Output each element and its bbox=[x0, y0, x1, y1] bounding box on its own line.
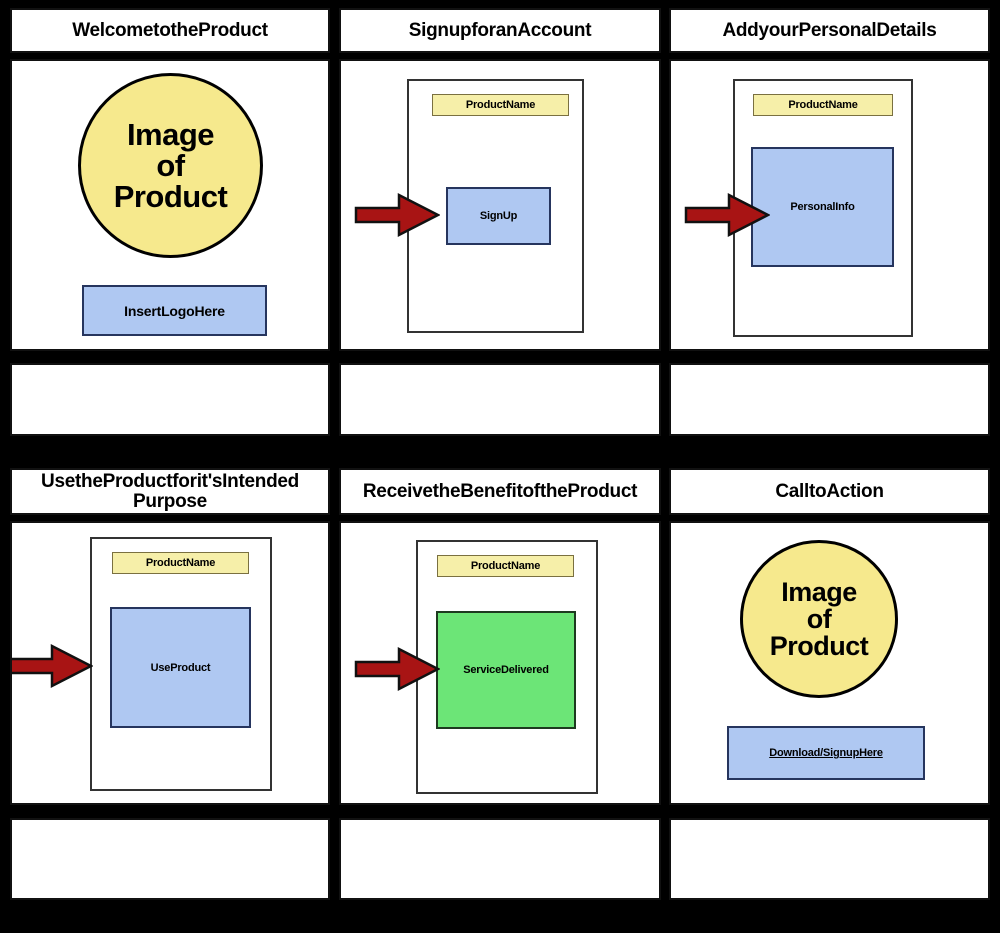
product-name-label-2: ProductName bbox=[432, 94, 569, 116]
panel-caption-1 bbox=[10, 363, 330, 436]
panel-title-3: AddyourPersonalDetails bbox=[669, 8, 990, 53]
device-frame-4: ProductName UseProduct bbox=[90, 537, 272, 791]
product-name-label-4: ProductName bbox=[112, 552, 249, 574]
panel-main-6: Image of Product Download/SignupHere bbox=[669, 521, 990, 805]
product-name-label-3: ProductName bbox=[753, 94, 893, 116]
download-signup-button[interactable]: Download/SignupHere bbox=[727, 726, 925, 780]
panel-caption-2 bbox=[339, 363, 661, 436]
panel-main-1: Image of Product InsertLogoHere bbox=[10, 59, 330, 351]
panel-title-2: SignupforanAccount bbox=[339, 8, 661, 53]
hero-circle-6: Image of Product bbox=[740, 540, 898, 698]
device-frame-2: ProductName SignUp bbox=[407, 79, 584, 333]
panel-caption-5 bbox=[339, 818, 661, 900]
panel-main-5: ProductName ServiceDelivered bbox=[339, 521, 661, 805]
screen-block-4[interactable]: UseProduct bbox=[110, 607, 251, 728]
panel-title-5: ReceivetheBenefitoftheProduct bbox=[339, 468, 661, 515]
flow-arrow-icon-5 bbox=[354, 646, 440, 692]
circle-line-1: Image bbox=[781, 576, 857, 607]
flow-arrow-icon-2 bbox=[354, 192, 440, 238]
circle-line-2: of bbox=[156, 148, 185, 183]
hero-circle-1: Image of Product bbox=[78, 73, 263, 258]
panel-caption-6 bbox=[669, 818, 990, 900]
flow-arrow-icon-4 bbox=[12, 643, 93, 689]
panel-title-6: CalltoAction bbox=[669, 468, 990, 515]
circle-line-3: Product bbox=[113, 179, 228, 214]
panel-title-1: WelcometotheProduct bbox=[10, 8, 330, 53]
panel-caption-3 bbox=[669, 363, 990, 436]
insert-logo-button[interactable]: InsertLogoHere bbox=[82, 285, 267, 336]
flow-arrow-icon-3 bbox=[684, 192, 770, 238]
panel-title-4: UsetheProductforit'sIntended Purpose bbox=[10, 468, 330, 515]
panel-caption-4 bbox=[10, 818, 330, 900]
device-frame-5: ProductName ServiceDelivered bbox=[416, 540, 598, 794]
circle-line-1: Image bbox=[126, 117, 215, 152]
panel-main-2: ProductName SignUp bbox=[339, 59, 661, 351]
circle-line-2: of bbox=[806, 603, 832, 634]
screen-block-3[interactable]: PersonalInfo bbox=[751, 147, 894, 267]
circle-line-3: Product bbox=[769, 630, 869, 661]
panel-main-4: ProductName UseProduct bbox=[10, 521, 330, 805]
screen-block-5[interactable]: ServiceDelivered bbox=[436, 611, 576, 729]
product-name-label-5: ProductName bbox=[437, 555, 574, 577]
panel-main-3: ProductName PersonalInfo bbox=[669, 59, 990, 351]
device-frame-3: ProductName PersonalInfo bbox=[733, 79, 913, 337]
screen-block-2[interactable]: SignUp bbox=[446, 187, 551, 245]
